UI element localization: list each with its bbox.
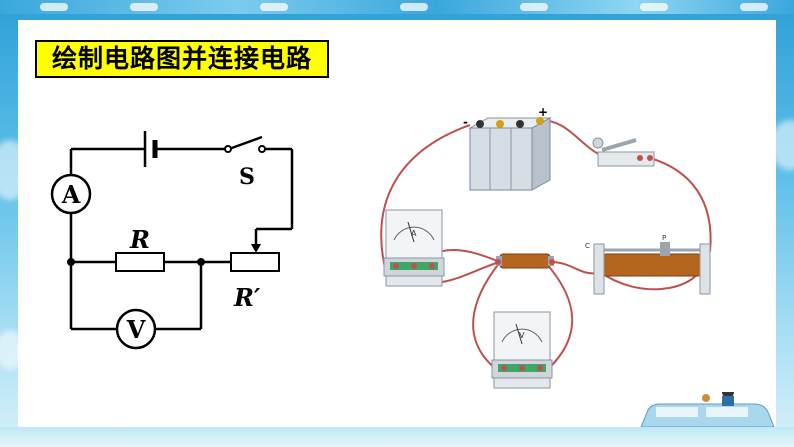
resistor-coil [495,253,555,269]
rheostat-device: C P [585,234,711,295]
svg-text:V: V [519,331,525,340]
switch-label: S [239,164,255,190]
resistor-label: R [129,225,150,254]
svg-text:C: C [585,242,590,250]
svg-text:A: A [61,180,81,209]
battery-pack: - + [463,105,552,191]
voltmeter-symbol: V [115,308,157,350]
cartoon-car-decoration [640,392,775,427]
bottom-decor-band [0,427,794,447]
junction-dot [197,258,205,266]
svg-text:A: A [411,229,417,238]
rheostat-label: R′ [233,283,261,312]
top-decor-band [0,0,794,14]
junction-dot [67,258,75,266]
svg-text:+: + [538,105,548,119]
ammeter-device: A [383,209,445,287]
knife-switch [592,137,655,167]
svg-text:V: V [126,315,146,344]
voltmeter-device: V [491,311,553,389]
ammeter-symbol: A [50,173,92,215]
slide-title: 绘制电路图并连接电路 [35,40,329,78]
rheostat-slider-arrow [251,244,261,253]
svg-text:P: P [662,234,666,242]
svg-text:-: - [463,115,468,129]
